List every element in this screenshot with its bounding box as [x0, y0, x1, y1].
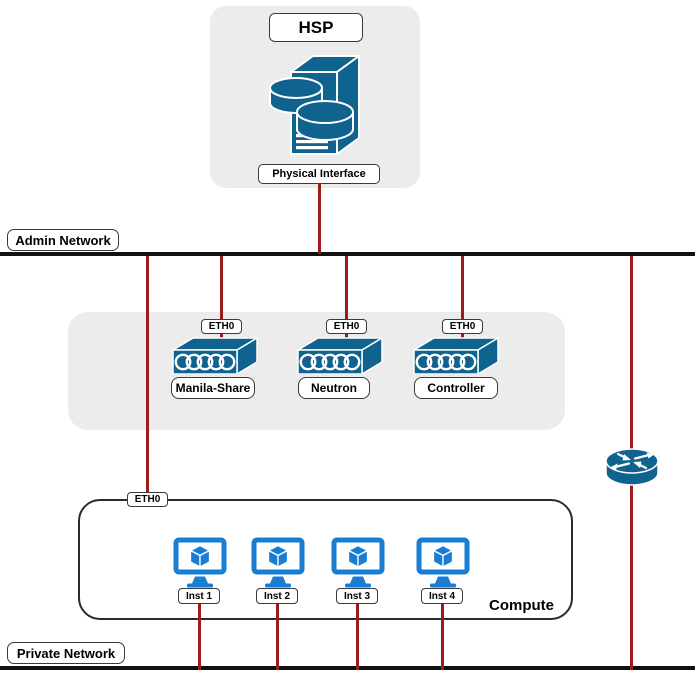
private-network-label: Private Network	[7, 642, 125, 664]
inst1-label: Inst 1	[178, 588, 220, 604]
vm-monitor-icon	[251, 537, 305, 588]
vm-monitor-icon	[331, 537, 385, 588]
physical-interface-label: Physical Interface	[258, 164, 380, 184]
neutron-eth0-label: ETH0	[326, 319, 367, 334]
hsp-connection-line	[318, 184, 321, 254]
controller-connection-line	[461, 256, 464, 350]
inst4-connection-line	[441, 603, 444, 670]
vm-monitor-icon	[173, 537, 227, 588]
manila-connection-line	[220, 256, 223, 350]
controller-label: Controller	[414, 377, 498, 399]
compute-caption: Compute	[489, 597, 554, 614]
neutron-label: Neutron	[298, 377, 370, 399]
inst4-label: Inst 4	[421, 588, 463, 604]
inst3-connection-line	[356, 603, 359, 670]
manila-eth0-label: ETH0	[201, 319, 242, 334]
ethernet-switch-icon	[297, 337, 383, 374]
router-icon	[605, 448, 659, 486]
compute-eth0-label: ETH0	[127, 492, 168, 507]
inst2-label: Inst 2	[256, 588, 298, 604]
neutron-connection-line	[345, 256, 348, 350]
inst3-label: Inst 3	[336, 588, 378, 604]
manila-share-label: Manila-Share	[171, 377, 255, 399]
storage-server-icon	[269, 55, 360, 155]
ethernet-switch-icon	[172, 337, 258, 374]
hsp-label: HSP	[269, 13, 363, 42]
vm-monitor-icon	[416, 537, 470, 588]
compute-connection-line	[146, 256, 149, 494]
controller-eth0-label: ETH0	[442, 319, 483, 334]
private-network-line	[0, 666, 695, 670]
ethernet-switch-icon	[413, 337, 499, 374]
inst2-connection-line	[276, 603, 279, 670]
compute-group-box	[78, 499, 573, 620]
admin-network-line	[0, 252, 695, 256]
admin-network-label: Admin Network	[7, 229, 119, 251]
inst1-connection-line	[198, 603, 201, 670]
